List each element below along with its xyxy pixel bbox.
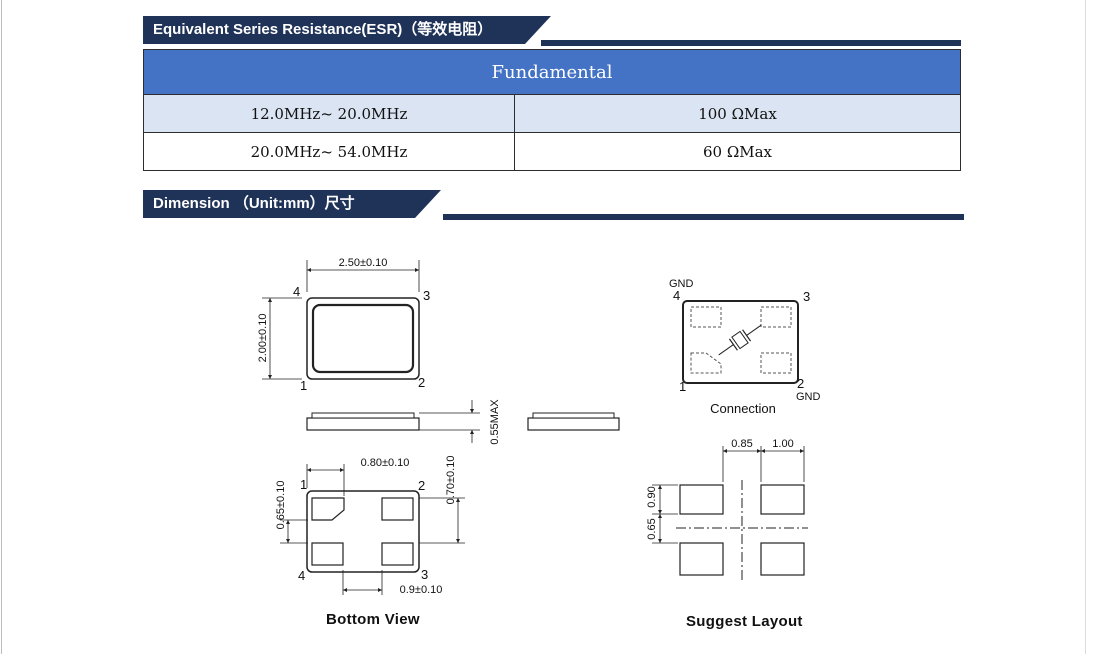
top-width-dim: 2.50±0.10	[339, 257, 388, 269]
layout-dim-090: 0.90	[646, 486, 658, 507]
bottom-view: 0.80±0.10 0.70±0.10 0.65±0.10 0.9±0.10 1…	[275, 456, 465, 596]
top-height-dim: 2.00±0.10	[257, 314, 269, 363]
side-view: 0.55MAX	[306, 399, 620, 445]
top-pin-1: 1	[300, 378, 307, 393]
dimension-drawing: 2.50±0.10 2.00±0.10 4 3 1 2 0.55MAX 0.80…	[240, 240, 860, 640]
page-left-border	[1, 0, 2, 654]
bottom-pin-1: 1	[300, 477, 307, 492]
top-pin-3: 3	[423, 288, 430, 303]
layout-dim-100: 1.00	[772, 438, 793, 450]
bottom-pad-gap-h-dim: 0.9±0.10	[400, 584, 443, 596]
connection-diagram: GND 4 3 1 2 GND Connection	[669, 278, 821, 416]
esr-section-title: Equivalent Series Resistance(ESR)（等效电阻）	[143, 16, 551, 44]
bottom-pin-2: 2	[418, 478, 425, 493]
layout-dim-085: 0.85	[731, 438, 752, 450]
esr-table-header: Fundamental	[143, 49, 961, 95]
connection-pin-3: 3	[803, 289, 810, 304]
top-view: 2.50±0.10 2.00±0.10 4 3 1 2	[257, 257, 430, 393]
bottom-pin-4: 4	[298, 568, 305, 583]
esr-table-header-row: Fundamental	[143, 49, 961, 95]
top-pin-4: 4	[293, 284, 300, 299]
bottom-pin-3: 3	[421, 567, 428, 582]
connection-caption: Connection	[710, 401, 776, 416]
connection-gnd-bottom: GND	[796, 391, 821, 403]
table-row: 12.0MHz~ 20.0MHz 100 ΩMax	[143, 94, 961, 133]
esr-frequency-cell: 12.0MHz~ 20.0MHz	[143, 94, 515, 133]
dimension-section-title: Dimension （Unit:mm）尺寸	[143, 190, 441, 218]
bottom-view-caption: Bottom View	[326, 611, 420, 628]
suggest-layout-caption: Suggest Layout	[686, 613, 803, 630]
esr-frequency-cell: 20.0MHz~ 54.0MHz	[143, 132, 515, 171]
table-row: 20.0MHz~ 54.0MHz 60 ΩMax	[143, 132, 961, 171]
bottom-pad-height-dim: 0.70±0.10	[445, 456, 457, 505]
dimension-section-bar	[443, 214, 964, 220]
esr-table: Fundamental 12.0MHz~ 20.0MHz 100 ΩMax 20…	[143, 49, 961, 171]
side-thickness-dim: 0.55MAX	[489, 399, 501, 445]
dimension-section-header: Dimension （Unit:mm）尺寸	[143, 190, 964, 220]
esr-value-cell: 100 ΩMax	[514, 94, 961, 133]
layout-dim-065: 0.65	[646, 518, 658, 539]
connection-pin-2: 2	[797, 376, 804, 391]
bottom-pad-gap-v-dim: 0.65±0.10	[275, 481, 287, 530]
connection-pin-4: 4	[673, 288, 680, 303]
connection-pin-1: 1	[679, 379, 686, 394]
esr-section-header: Equivalent Series Resistance(ESR)（等效电阻）	[143, 16, 961, 46]
page-right-border	[1085, 0, 1086, 654]
top-pin-2: 2	[418, 375, 425, 390]
esr-value-cell: 60 ΩMax	[514, 132, 961, 171]
bottom-pad-width-dim: 0.80±0.10	[361, 457, 410, 469]
connection-gnd-top: GND	[669, 278, 694, 290]
esr-section-bar	[541, 40, 961, 46]
suggest-layout-diagram: 0.85 1.00 0.90 0.65	[646, 438, 808, 580]
